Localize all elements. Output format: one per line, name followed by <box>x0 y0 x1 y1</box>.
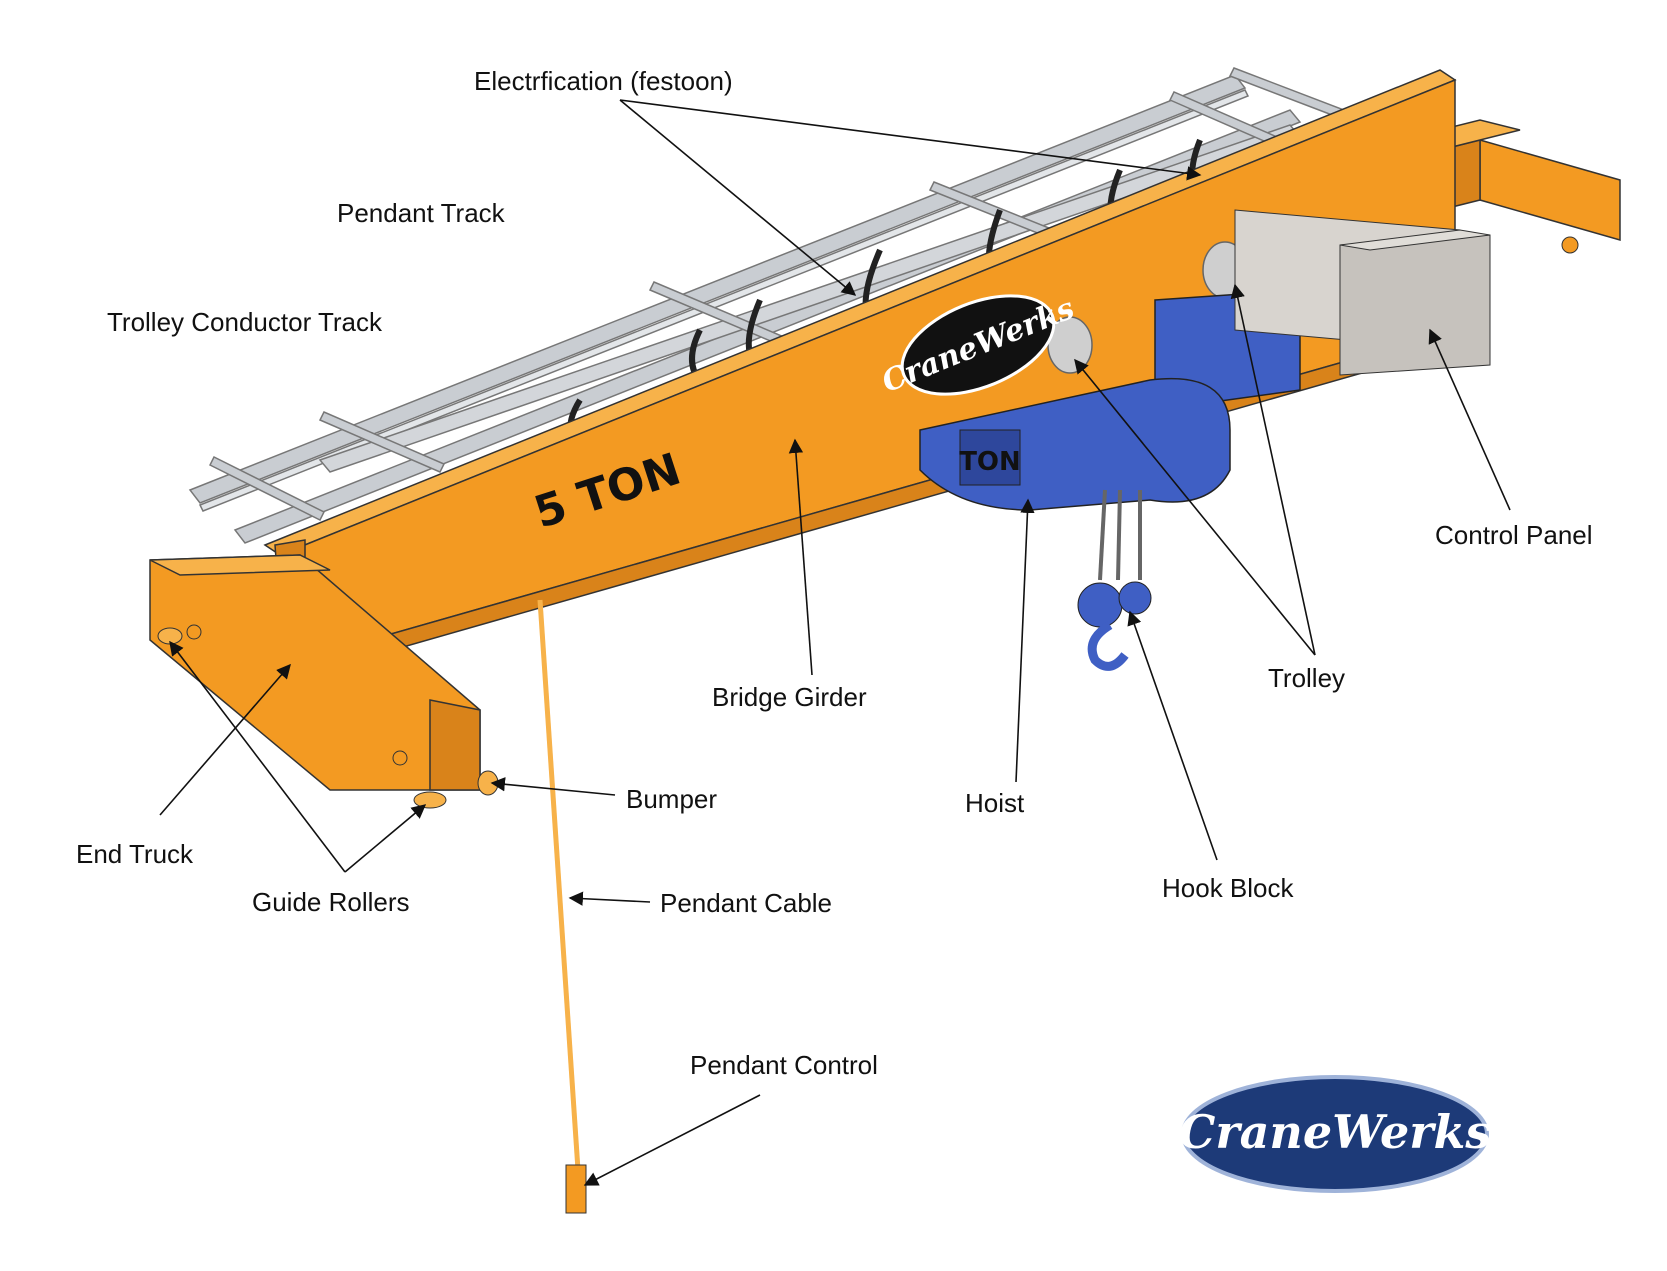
label-bumper: Bumper <box>626 784 718 814</box>
label-bridge-girder: Bridge Girder <box>712 682 867 712</box>
label-guide-rollers: Guide Rollers <box>252 887 410 917</box>
hoist-plate-text: TON <box>959 447 1021 477</box>
pendant-control-station <box>565 1164 587 1214</box>
hook-block <box>1077 581 1152 671</box>
label-hook-block: Hook Block <box>1162 873 1294 903</box>
pendant-cable <box>537 599 581 1171</box>
cranewerks-logo: CraneWerks <box>1179 1075 1492 1193</box>
label-control-panel: Control Panel <box>1435 520 1593 550</box>
label-trolley: Trolley <box>1268 663 1346 693</box>
leader-lines <box>159 99 1511 1186</box>
cranewerks-logo-text: CraneWerks <box>1179 1105 1492 1159</box>
label-end-truck: End Truck <box>76 839 194 869</box>
hoist-ropes <box>1098 489 1142 581</box>
guide-roller-left <box>157 627 447 809</box>
label-pendant-control: Pendant Control <box>690 1050 878 1080</box>
label-hoist: Hoist <box>965 788 1025 818</box>
label-pendant-cable: Pendant Cable <box>660 888 833 918</box>
control-panel-box <box>1234 209 1491 376</box>
label-electrification: Electrfication (festoon) <box>474 66 733 96</box>
label-trolley-conductor-track: Trolley Conductor Track <box>107 307 383 337</box>
label-pendant-track: Pendant Track <box>337 198 505 228</box>
